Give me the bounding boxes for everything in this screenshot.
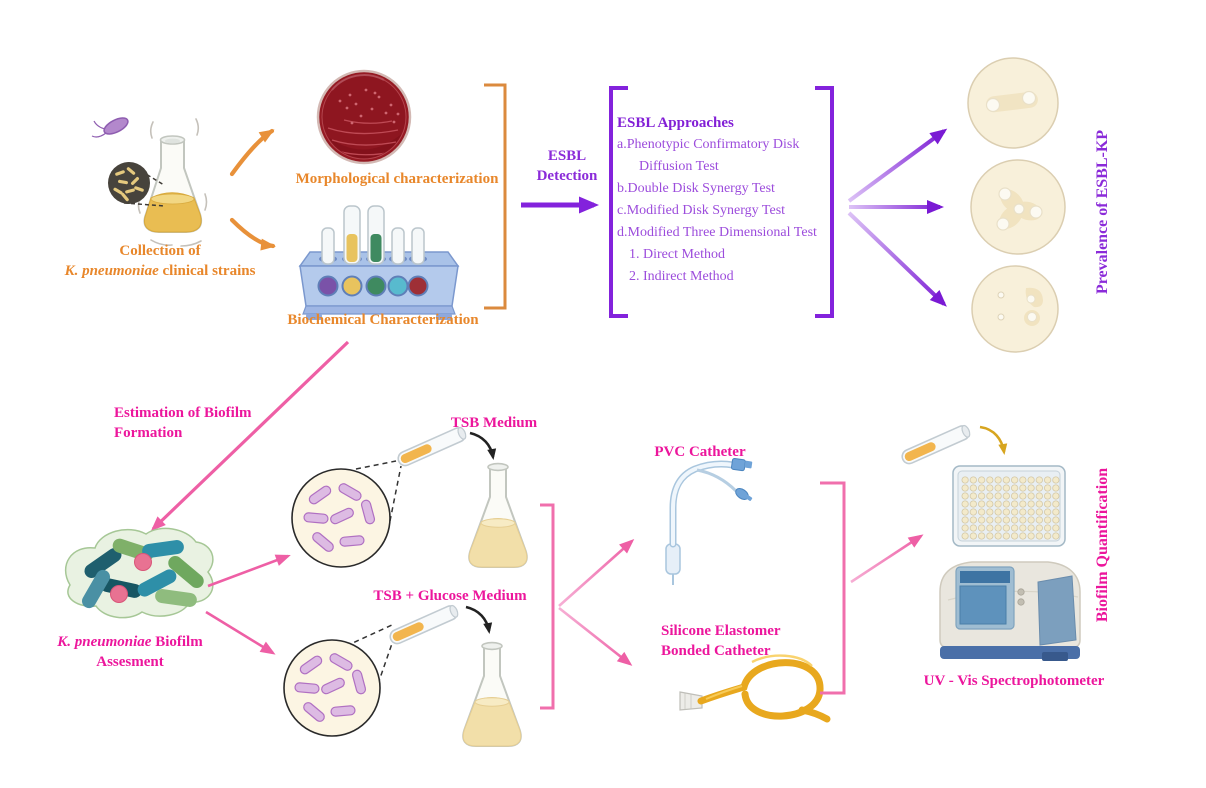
biofilm-assessment-label: K. pneumoniae Biofilm Assesment bbox=[57, 634, 203, 671]
tsb-medium-label: TSB Medium bbox=[450, 415, 538, 431]
arrow-to-biochemical bbox=[229, 217, 276, 251]
spectrophotometer-label: UV - Vis Spectrophotometer bbox=[923, 673, 1105, 689]
approach-item: Diffusion Test bbox=[639, 159, 719, 174]
test-tube-rack bbox=[298, 205, 460, 320]
blood-agar-plate bbox=[316, 69, 412, 165]
silicone-catheter-label: Silicone Elastomer Bonded Catheter bbox=[661, 623, 781, 660]
pour-arrow-glucose bbox=[465, 605, 493, 634]
tsb-glucose-label: TSB + Glucose Medium bbox=[373, 588, 527, 604]
shaking-flask bbox=[137, 118, 208, 247]
bacterium-icon bbox=[91, 117, 129, 138]
disk-diffusion-plate-2 bbox=[970, 159, 1066, 255]
arrow-to-pvc bbox=[558, 539, 635, 607]
fan-arrow-bottom bbox=[847, 211, 947, 307]
disk-diffusion-plate-3 bbox=[971, 265, 1059, 353]
collection-line2: K. pneumoniae clinical strains bbox=[64, 263, 256, 280]
arrow-to-glucose-circle bbox=[205, 610, 276, 655]
arrow-to-morphological bbox=[229, 128, 275, 177]
species-name: K. pneumoniae bbox=[64, 263, 159, 280]
approach-item: c.Modified Disk Synergy Test bbox=[617, 203, 786, 218]
catheter-bracket bbox=[820, 481, 846, 695]
esbl-detection-label: ESBL Detection bbox=[536, 148, 598, 185]
estimation-arrow bbox=[150, 340, 350, 532]
biochemical-label: Biochemical Characterization bbox=[287, 312, 479, 328]
media-bracket bbox=[540, 503, 555, 710]
approach-item: b.Double Disk Synergy Test bbox=[617, 181, 775, 196]
glucose-tube bbox=[387, 602, 461, 647]
approach-item: 1. Direct Method bbox=[629, 247, 726, 262]
pour-arrow-plate bbox=[979, 425, 1008, 455]
approach-item: 2. Indirect Method bbox=[629, 269, 734, 284]
test-tubes bbox=[321, 205, 425, 265]
esbl-approaches-title: ESBL Approaches bbox=[617, 115, 734, 131]
collection-line1: Collection of bbox=[119, 243, 201, 259]
arrow-to-tsb-circle bbox=[207, 554, 291, 588]
approaches-bracket-left bbox=[609, 86, 628, 318]
quantification-tube bbox=[899, 422, 973, 467]
estimation-label: Estimation of Biofilm Formation bbox=[114, 405, 252, 442]
tsb-flask bbox=[468, 462, 528, 568]
approach-item: d.Modified Three Dimensional Test bbox=[617, 225, 817, 240]
biofilm-cluster bbox=[64, 527, 214, 619]
pvc-catheter bbox=[665, 457, 753, 585]
glucose-flask bbox=[462, 641, 522, 747]
fan-arrow-top bbox=[847, 128, 948, 203]
microtiter-plate bbox=[952, 465, 1066, 547]
pvc-catheter-label: PVC Catheter bbox=[654, 444, 746, 460]
spectrophotometer bbox=[939, 561, 1081, 661]
esbl-approaches-list: ESBL Approaches a.Phenotypic Confirmator… bbox=[617, 112, 849, 288]
disk-diffusion-plate-1 bbox=[967, 57, 1059, 149]
magnified-sample-circle bbox=[108, 162, 166, 207]
arrow-to-silicone bbox=[558, 606, 633, 666]
morphological-label: Morphological characterization bbox=[295, 171, 499, 187]
tsb-inoculum-circle bbox=[291, 460, 402, 568]
pour-arrow-tsb bbox=[469, 431, 497, 460]
approach-item: a.Phenotypic Confirmatory Disk bbox=[617, 137, 800, 152]
silicone-catheter bbox=[679, 654, 831, 723]
species-name: K. pneumoniae bbox=[57, 634, 152, 650]
collection-label: Collection of K. pneumoniae clinical str… bbox=[45, 241, 275, 282]
approaches-bracket-right bbox=[815, 86, 834, 318]
arrow-to-well-plate bbox=[850, 534, 924, 584]
characterization-bracket bbox=[484, 83, 507, 310]
glucose-inoculum-circle bbox=[283, 624, 397, 737]
